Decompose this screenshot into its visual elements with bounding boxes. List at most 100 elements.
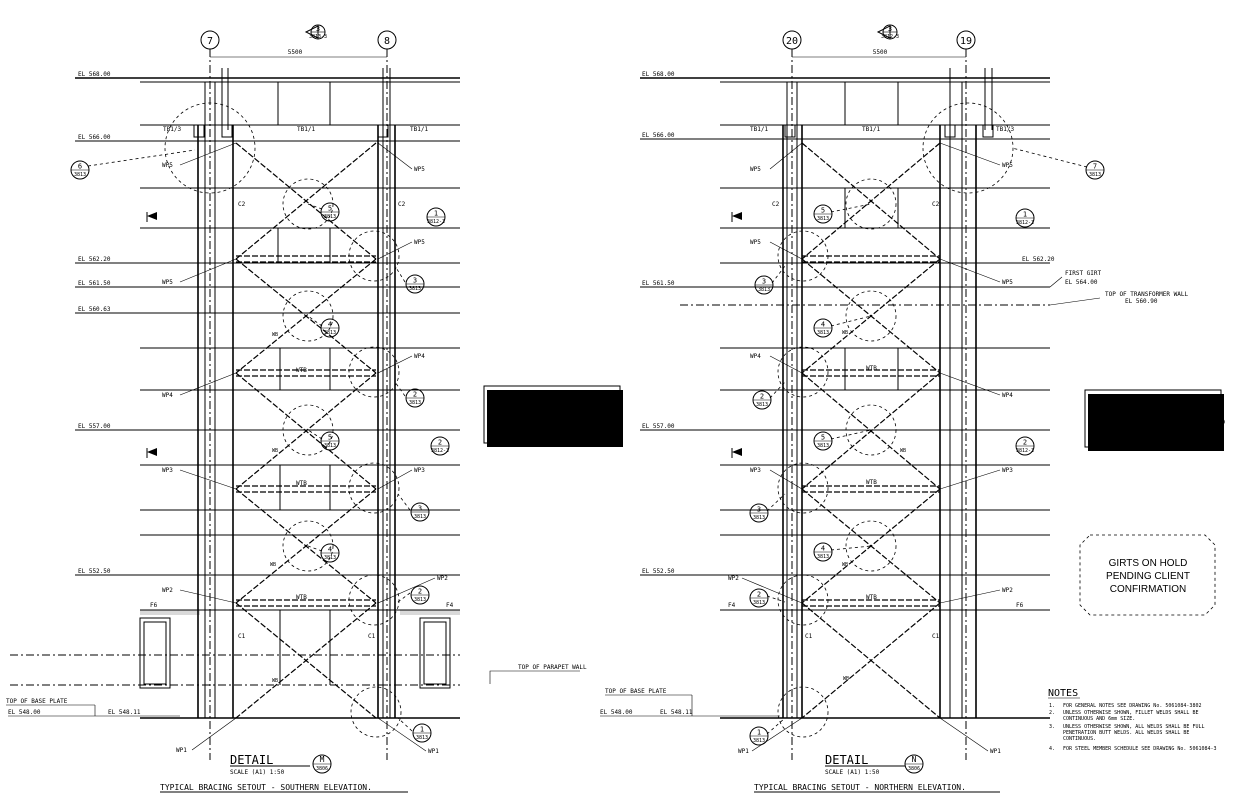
wp-label: WP3: [414, 467, 425, 474]
ref-bubble-number: 6: [78, 163, 82, 171]
ref-bubble-number: 7: [1093, 163, 1097, 171]
detail-label: DETAIL: [230, 753, 273, 767]
drawing-title: TYPICAL BRACING SETOUT - SOUTHERN ELEVAT…: [160, 783, 372, 792]
ref-bubble-number: 3: [413, 277, 417, 285]
ref-bubble-sheet: 3813: [817, 554, 829, 560]
detail-sheet: 3806: [908, 766, 920, 772]
ref-bubble-number: 4: [328, 321, 332, 329]
col-c2-label: C2: [772, 201, 780, 208]
ref-bubble-sheet: 3812-3: [1016, 448, 1034, 454]
ref-bubble-number: 4: [821, 321, 825, 329]
scale-label: SCALE (A1) 1:50: [230, 769, 285, 776]
transformer-el: EL 560.90: [1125, 298, 1158, 305]
wp-label: WP2: [1002, 587, 1013, 594]
ref-bubble-sheet: 3813: [324, 214, 336, 220]
grid-label-7: 7: [207, 36, 213, 47]
wp-label: WP4: [414, 353, 425, 360]
detail-circles: [777, 102, 1014, 738]
col-c2-label-2: C2: [932, 201, 940, 208]
wp-label: WP3: [162, 467, 173, 474]
wp-leaders: [741, 142, 1001, 752]
ref-bubble-number: 2: [413, 391, 417, 399]
level-548: EL 548.00: [8, 709, 41, 716]
dimension-text: 5500: [288, 49, 303, 56]
wp-label: WP5: [750, 166, 761, 173]
note-line: COINCIDE WITH THE FACE OF COLUMN: [1095, 427, 1211, 434]
f4-label: F4: [446, 602, 454, 609]
ref-bubble-number: 5: [328, 205, 332, 213]
tb-label-right: TB1/3: [996, 126, 1014, 133]
section-num: 3: [888, 25, 892, 33]
note-line: FOR BRACING ARE BASED ON CENTRE OF: [1095, 411, 1218, 418]
ref-bubble-number: 2: [438, 439, 442, 447]
ref-bubble-number: 4: [821, 545, 825, 553]
level-561-5: EL 561.50: [642, 280, 675, 287]
notes-text: CONTINUOUS.: [1063, 736, 1096, 742]
cladding-panels: [277, 82, 331, 685]
wp-label: WP1: [738, 748, 749, 755]
left-note-box: NOTE: WORKING POINT (WP) LOCATIONS FOR B…: [483, 385, 623, 447]
ref-bubble-sheet: 3813: [817, 443, 829, 449]
wp-label: WP5: [1002, 162, 1013, 169]
door-right: [419, 617, 451, 689]
note-line: GRAVITY OF THE MEMBER WB1 AND ARE TO: [489, 415, 619, 422]
col-c1-label: C1: [805, 633, 813, 640]
level-marker: [147, 212, 157, 220]
base-plate-label: TOP OF BASE PLATE: [6, 698, 68, 705]
columns: [193, 68, 396, 718]
wp-label: WP4: [1002, 392, 1013, 399]
col-c2-label: C2: [238, 201, 246, 208]
notes-text: CONTINUOUS AND 6mm SIZE.: [1063, 716, 1135, 722]
wb-label-3: WB: [842, 562, 848, 568]
note-line: WORKING POINT (WP) LOCATIONS: [1095, 403, 1197, 410]
col-c1-label-2: C1: [368, 633, 376, 640]
note-line: GRAVITY OF THE MEMBER WB1 AND ARE TO: [1095, 419, 1225, 426]
ref-bubble-number: 5: [821, 207, 825, 215]
ref-bubble-number: 2: [1023, 439, 1027, 447]
detail-id: M: [320, 755, 325, 764]
southern-elevation: 7 8 5500 3 3813-3: [6, 24, 587, 760]
wb-label: WB: [272, 332, 278, 338]
tb-label-left: TB1/1: [750, 126, 768, 133]
grid-label-8: 8: [384, 36, 390, 47]
first-girt-el: EL 564.00: [1065, 279, 1098, 286]
ref-bubble-number: 1: [434, 210, 438, 218]
level-marker-2: [147, 448, 157, 456]
note-head: NOTE:: [1095, 395, 1113, 402]
notes-text: UNLESS OTHERWISE SHOWN, FILLET WELDS SHA…: [1063, 710, 1198, 716]
strut-label-2: WTB: [296, 480, 307, 487]
right-detail-title: DETAIL N 3806 SCALE (A1) 1:50 TYPICAL BR…: [754, 753, 1000, 793]
level-552-5: EL 552.50: [642, 568, 675, 575]
notes-head: NOTES: [1048, 688, 1078, 699]
section-sheet: 3813-3: [309, 34, 327, 40]
f6-label: F6: [1016, 602, 1024, 609]
level-557: EL 557.00: [78, 423, 111, 430]
drawing-title: TYPICAL BRACING SETOUT - NORTHERN ELEVAT…: [754, 783, 966, 792]
ref-bubble-number: 2: [760, 393, 764, 401]
level-568: EL 568.00: [642, 71, 675, 78]
wp-label: WP5: [1002, 279, 1013, 286]
level-552-5: EL 552.50: [78, 568, 111, 575]
notes-num: 1.: [1049, 703, 1055, 709]
wp-label: WP5: [414, 239, 425, 246]
level-562-2: EL 562.20: [1022, 256, 1055, 263]
girts-line: PENDING CLIENT: [1106, 571, 1190, 582]
level-568: EL 568.00: [78, 71, 111, 78]
note-line: WORKING POINT (WP) LOCATIONS: [489, 399, 591, 406]
wp-label: WP3: [1002, 467, 1013, 474]
ref-bubble-sheet: 3813: [414, 514, 426, 520]
level-marker: [732, 212, 742, 220]
wb-label: WB: [842, 330, 848, 336]
wp-label: WP5: [750, 239, 761, 246]
level-562-2: EL 562.20: [78, 256, 111, 263]
strut-label-3: WTB: [296, 594, 307, 601]
f6-label: F6: [150, 602, 158, 609]
cladding-panels: [844, 82, 899, 390]
struts: [802, 255, 940, 607]
ref-bubble-sheet: 3813: [1089, 172, 1101, 178]
parapet-label: TOP OF PARAPET WALL: [518, 664, 587, 671]
ref-bubble-number: 2: [757, 591, 761, 599]
wp-label: WP1: [428, 748, 439, 755]
